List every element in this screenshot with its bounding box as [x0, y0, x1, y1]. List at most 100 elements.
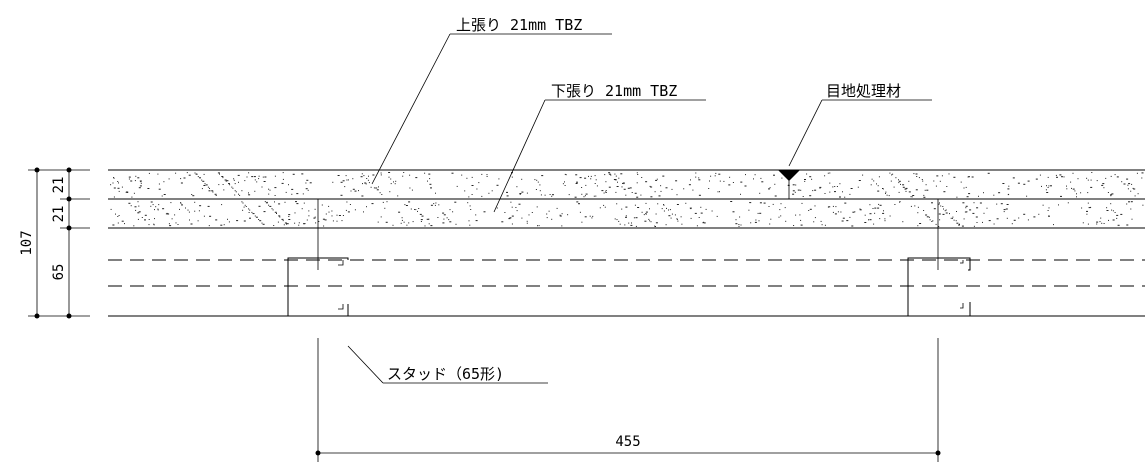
texture-speck [303, 202, 305, 204]
texture-speck [832, 205, 834, 207]
texture-speck [148, 172, 150, 174]
texture-speck [1099, 221, 1101, 223]
texture-speck [918, 177, 920, 179]
dim-stud-depth: 65 [51, 264, 67, 281]
texture-speck [202, 180, 205, 182]
texture-speck [508, 218, 511, 220]
texture-speck [386, 201, 388, 203]
texture-speck [1038, 213, 1040, 215]
texture-speck [1013, 219, 1016, 221]
texture-speck [133, 225, 135, 227]
texture-speck [811, 178, 813, 180]
texture-speck [234, 183, 236, 185]
texture-speck [956, 196, 958, 198]
texture-speck [828, 206, 831, 208]
texture-speck [656, 178, 658, 180]
texture-speck [650, 221, 652, 223]
texture-speck [248, 212, 250, 213]
texture-speck [435, 202, 437, 204]
texture-speck [161, 195, 163, 197]
texture-speck [802, 196, 804, 197]
texture-speck [258, 205, 261, 207]
texture-speck [852, 211, 855, 213]
texture-speck [248, 192, 249, 194]
texture-speck [248, 172, 250, 174]
texture-speck [780, 203, 782, 205]
texture-speck [226, 180, 229, 182]
texture-speck [354, 209, 356, 211]
dim-lower-layer: 21 [51, 206, 67, 223]
texture-speck [1011, 223, 1013, 225]
texture-speck [895, 177, 897, 179]
texture-speck [409, 174, 411, 176]
texture-speck [559, 214, 561, 216]
texture-speck [874, 212, 876, 214]
texture-speck [616, 219, 618, 221]
texture-speck [162, 208, 165, 210]
texture-speck [1127, 188, 1129, 190]
texture-speck [1088, 207, 1091, 209]
texture-speck [1110, 175, 1112, 177]
texture-speck [851, 225, 854, 227]
texture-speck [806, 173, 808, 175]
texture-speck [877, 190, 880, 192]
texture-speck [536, 179, 538, 181]
texture-speck [469, 224, 471, 226]
texture-speck [427, 180, 428, 182]
texture-speck [820, 220, 822, 222]
texture-speck [1128, 201, 1130, 203]
texture-speck [698, 217, 700, 218]
texture-speck [194, 172, 196, 174]
texture-speck [648, 218, 650, 220]
texture-speck [780, 215, 782, 217]
texture-speck [996, 203, 998, 205]
texture-speck [323, 225, 325, 227]
texture-speck [262, 176, 264, 178]
texture-speck [1086, 213, 1088, 215]
texture-speck [943, 208, 944, 210]
texture-speck [1046, 185, 1047, 187]
texture-speck [506, 191, 508, 193]
texture-speck [1053, 224, 1054, 226]
texture-speck [877, 207, 880, 209]
texture-speck [371, 203, 374, 205]
texture-speck [214, 193, 217, 195]
texture-speck [690, 217, 692, 219]
texture-speck [800, 224, 803, 226]
texture-speck [137, 201, 139, 203]
texture-speck [714, 175, 716, 177]
texture-speck [332, 181, 334, 183]
texture-speck [291, 188, 294, 190]
texture-speck [388, 172, 391, 173]
texture-speck [676, 204, 679, 205]
texture-speck [732, 211, 735, 213]
texture-speck [943, 191, 946, 193]
texture-speck [585, 193, 588, 195]
texture-speck [715, 172, 717, 174]
texture-speck [211, 190, 214, 192]
texture-speck [350, 190, 352, 192]
texture-speck [1039, 174, 1041, 176]
texture-speck [245, 206, 247, 207]
texture-speck [615, 175, 617, 177]
texture-speck [621, 186, 623, 188]
texture-speck [455, 223, 457, 225]
texture-speck [694, 212, 697, 214]
texture-speck [926, 189, 929, 191]
texture-speck [1121, 181, 1123, 183]
texture-speck [593, 195, 595, 197]
texture-speck [185, 207, 186, 209]
texture-speck [942, 206, 944, 207]
texture-speck [975, 216, 978, 218]
texture-speck [1047, 176, 1049, 178]
texture-speck [228, 183, 230, 185]
texture-speck [373, 187, 375, 189]
texture-speck [581, 187, 583, 188]
texture-speck [263, 211, 266, 213]
texture-speck [133, 192, 135, 194]
texture-speck [945, 209, 947, 211]
texture-speck [950, 217, 952, 219]
texture-speck [110, 184, 112, 186]
texture-speck [540, 194, 542, 196]
texture-speck [608, 173, 611, 175]
